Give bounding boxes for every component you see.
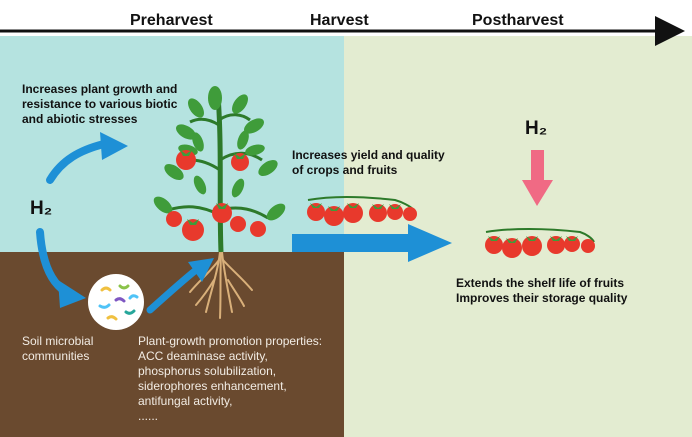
promotion-properties-list: Plant-growth promotion properties: ACC d… <box>138 334 322 424</box>
promotion-properties-line: ...... <box>138 409 159 423</box>
timeline-label-preharvest: Preharvest <box>130 12 213 29</box>
harvest-to-postharvest-arrow <box>292 224 452 262</box>
promotion-properties-line: siderophores enhancement, <box>138 379 287 393</box>
yield-benefit-line: of crops and fruits <box>292 163 398 177</box>
plant-benefit-line: and abiotic stresses <box>22 112 138 126</box>
h2-down-arrow <box>522 150 553 206</box>
plant-benefit-line: Increases plant growth and <box>22 82 178 96</box>
plant-benefit-text: Increases plant growth and resistance to… <box>22 82 177 127</box>
soil-microbes-line: communities <box>22 349 90 363</box>
promotion-properties-line: antifungal activity, <box>138 394 233 408</box>
h2-to-microbes-arrow <box>36 228 86 308</box>
yield-benefit-line: Increases yield and quality <box>292 148 445 162</box>
stored-tomatoes <box>485 228 595 258</box>
yield-benefit-text: Increases yield and quality of crops and… <box>292 148 445 178</box>
timeline-label-postharvest: Postharvest <box>472 12 564 29</box>
microbes-to-plant-arrow <box>146 258 214 314</box>
promotion-properties-line: Plant-growth promotion properties: <box>138 334 323 348</box>
postharvest-benefit-line: Extends the shelf life of fruits <box>456 276 625 290</box>
harvested-tomatoes <box>307 196 417 226</box>
soil-microbes-label: Soil microbial communities <box>22 334 93 364</box>
h2-label-right: H₂ <box>525 118 548 139</box>
soil-microbes-icon <box>88 274 144 330</box>
tomato-plant <box>153 86 286 253</box>
postharvest-benefit-text: Extends the shelf life of fruits Improve… <box>456 276 627 306</box>
h2-to-plant-arrow <box>46 132 128 184</box>
promotion-properties-line: phosphorus solubilization, <box>138 364 277 378</box>
plant-benefit-line: resistance to various biotic <box>22 97 178 111</box>
timeline-label-harvest: Harvest <box>310 12 369 29</box>
postharvest-benefit-line: Improves their storage quality <box>456 291 628 305</box>
h2-label-left: H₂ <box>30 198 53 219</box>
soil-microbes-line: Soil microbial <box>22 334 94 348</box>
postharvest-region <box>344 0 692 437</box>
promotion-properties-line: ACC deaminase activity, <box>138 349 268 363</box>
